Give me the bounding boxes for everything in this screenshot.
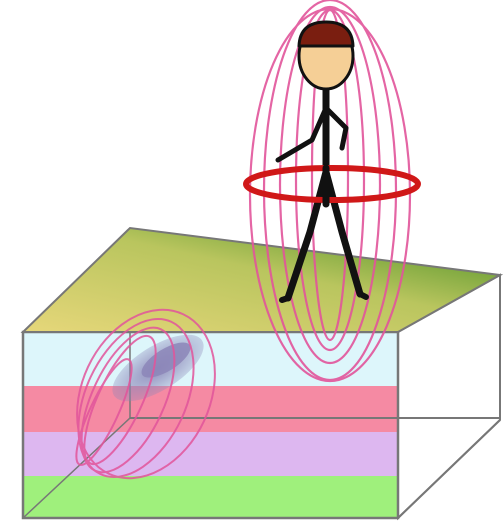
- earth-block: [23, 228, 500, 518]
- person-hair: [299, 22, 353, 46]
- person-left-arm: [278, 108, 326, 160]
- layer-green: [23, 476, 398, 518]
- person-left-foot: [282, 298, 288, 300]
- person-right-foot: [360, 294, 366, 297]
